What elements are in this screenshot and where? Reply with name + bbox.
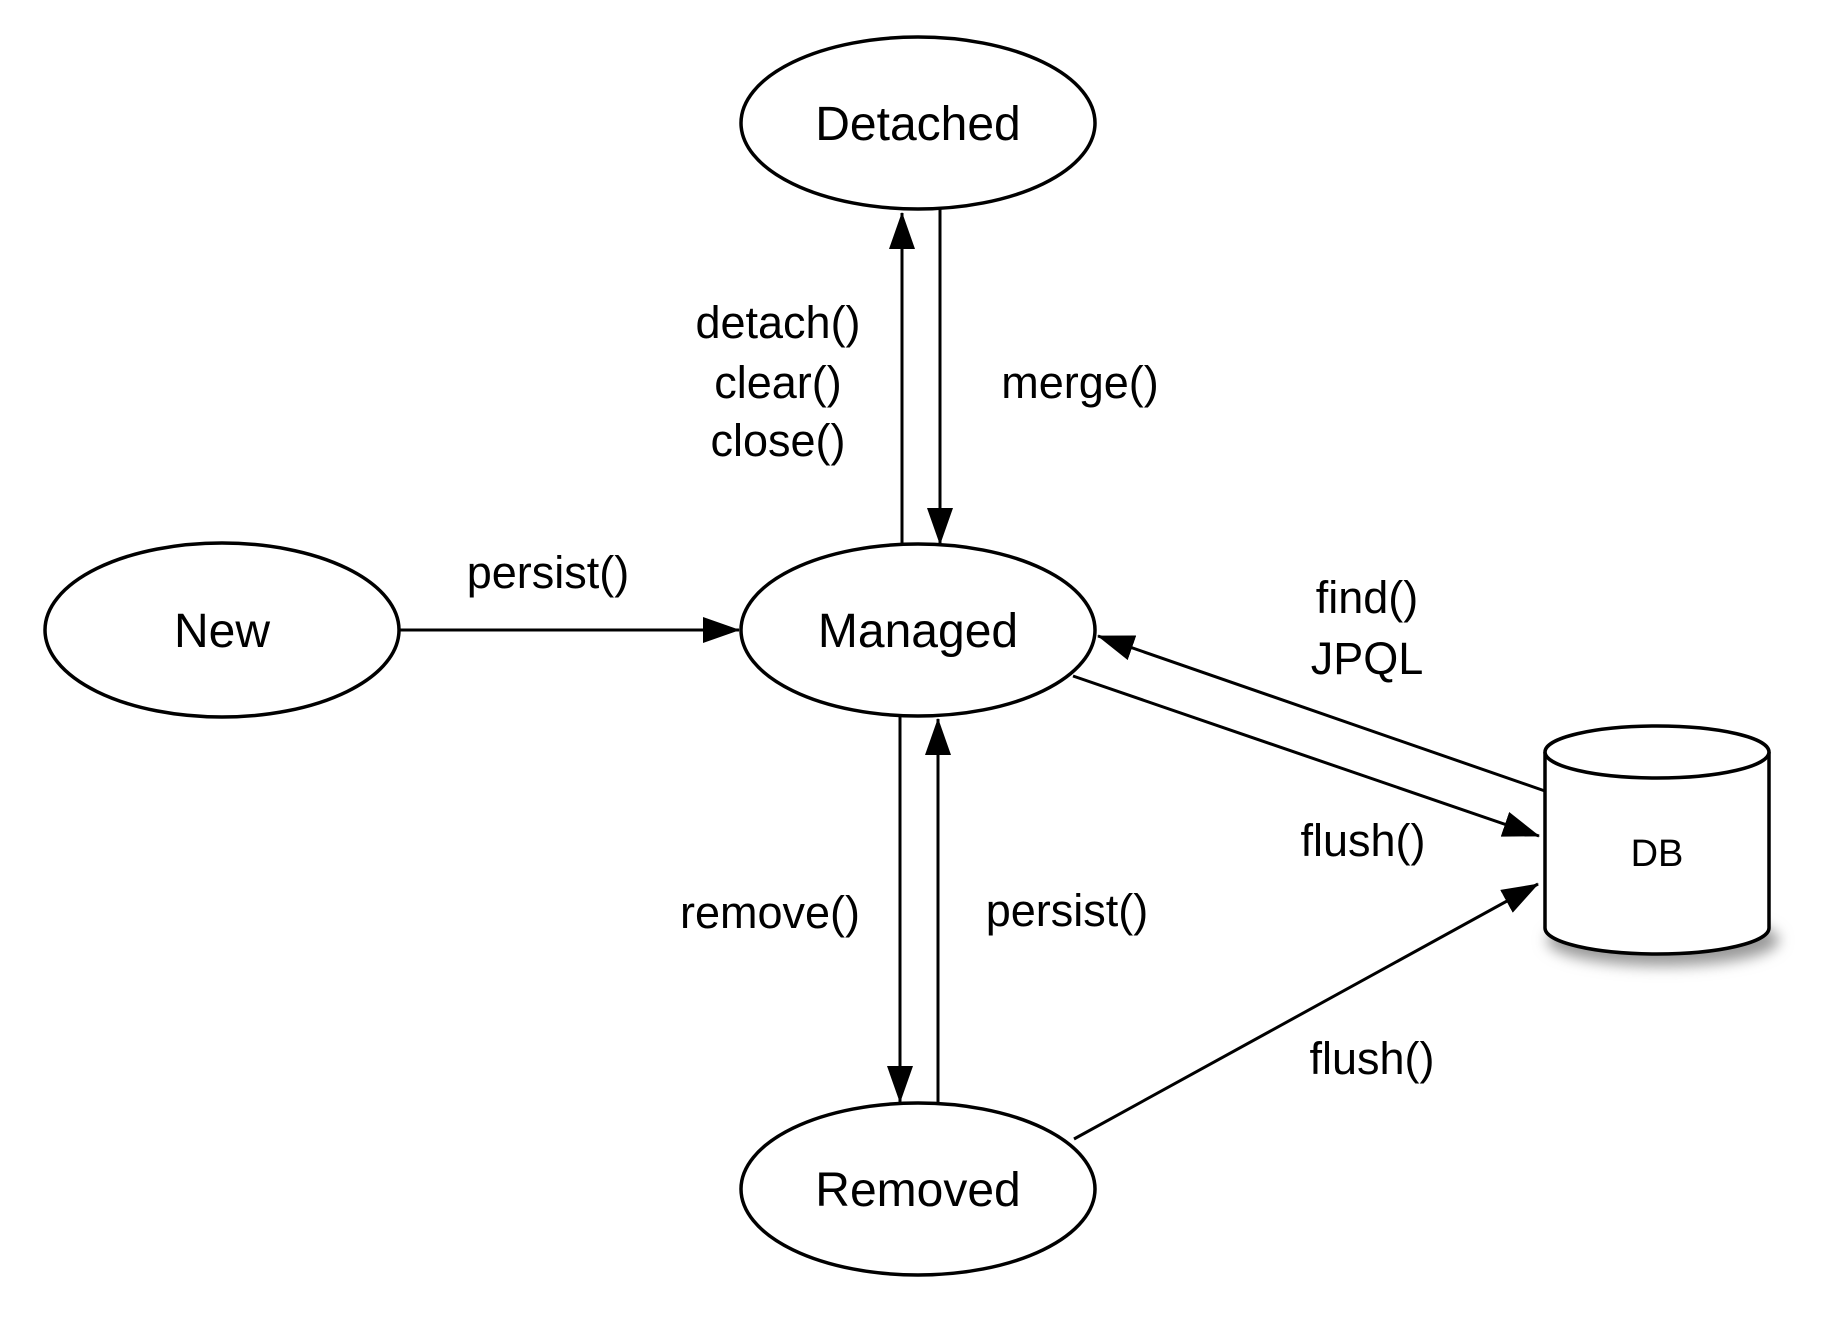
label-jpql: JPQL — [1311, 633, 1424, 684]
removed-label: Removed — [815, 1164, 1020, 1217]
label-detach-clear-close: detach() clear() close() — [695, 297, 860, 466]
new-label: New — [174, 605, 270, 658]
detached-label: Detached — [815, 98, 1020, 151]
node-new: New — [43, 541, 401, 719]
db-cylinder-top — [1543, 724, 1771, 780]
label-find: find() — [1316, 572, 1419, 623]
label-find-jpql: find() JPQL — [1311, 572, 1424, 684]
node-detached: Detached — [739, 35, 1097, 211]
label-merge: merge() — [1001, 357, 1159, 408]
node-managed: Managed — [739, 542, 1097, 718]
new-ellipse — [43, 541, 401, 719]
label-persist-new-managed: persist() — [467, 547, 630, 598]
label-clear: clear() — [714, 357, 842, 408]
db-label: DB — [1631, 833, 1684, 875]
node-removed: Removed — [739, 1101, 1097, 1277]
label-persist-removed-managed: persist() — [986, 885, 1149, 936]
label-flush-managed-db: flush() — [1300, 815, 1425, 866]
label-detach: detach() — [695, 297, 860, 348]
label-flush-removed-db: flush() — [1309, 1033, 1434, 1084]
edge-db-to-managed — [1097, 634, 1546, 793]
db-cylinder-body — [1543, 752, 1771, 956]
label-close: close() — [710, 415, 845, 466]
managed-ellipse — [739, 542, 1097, 718]
detached-ellipse — [739, 35, 1097, 211]
label-remove: remove() — [680, 887, 860, 938]
edge-managed-to-db — [1072, 674, 1540, 838]
managed-label: Managed — [818, 605, 1018, 658]
removed-ellipse — [739, 1101, 1097, 1277]
node-db: DB — [1543, 724, 1779, 966]
edge-removed-to-db — [1073, 882, 1539, 1141]
